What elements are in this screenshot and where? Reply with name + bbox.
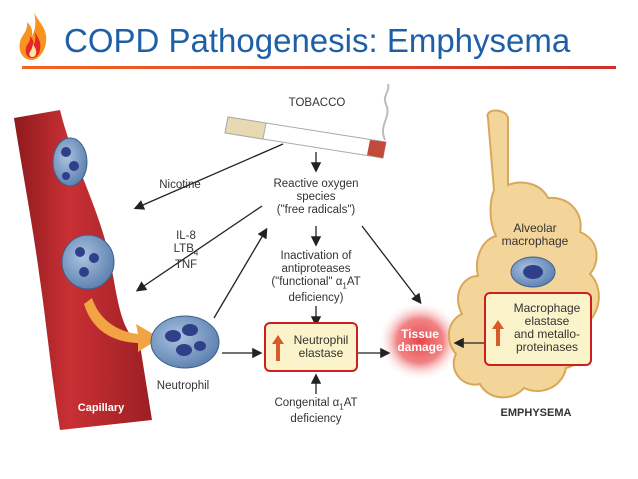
macrophage-elastase-box: Macrophage elastase and metallo- protein… [484,292,592,366]
capillary-label: Capillary [77,402,125,414]
neutrophil-elastase-label: Neutrophil elastase [293,333,349,360]
neutrophil-elastase-box: Neutrophil elastase [264,322,358,372]
slide-title: COPD Pathogenesis: Emphysema [64,22,571,59]
arrow-ros-to-vessel [135,205,263,292]
ros-label: Reactive oxygen species ("free radicals"… [273,178,359,216]
neutrophil-label: Neutrophil [156,380,210,392]
mediators-label: IL-8 LTB4 TNF [173,230,199,272]
up-arrow-icon [272,335,284,361]
tissue-damage-label: Tissue damage [397,327,443,354]
inactivation-label: Inactivation of antiproteases ("function… [271,250,361,305]
nicotine-label: Nicotine [159,179,201,191]
up-arrow-icon [492,320,504,346]
alveolar-macrophage-label: Alveolar macrophage [501,221,569,248]
alveolar-macrophage-cell [510,256,556,288]
vessel-cell-2 [61,234,115,290]
flame-icon [19,12,47,60]
emphysema-label: EMPHYSEMA [500,407,572,419]
cigarette-icon [224,83,390,159]
title-rule [22,66,616,69]
arrow-ros-to-damage [361,225,422,305]
tissue-damage-glow [378,301,462,381]
neutrophil-cell [150,315,220,369]
arrow-neutrophil-to-ros [213,227,268,319]
migration-arrow [84,298,160,352]
macrophage-elastase-label: Macrophage elastase and metallo- protein… [513,301,581,354]
arrow-tobacco-to-vessel [133,143,284,210]
congenital-label: Congenital α1AT deficiency [274,397,358,426]
vessel-cell-1 [52,137,88,187]
tobacco-label: TOBACCO [288,97,346,109]
